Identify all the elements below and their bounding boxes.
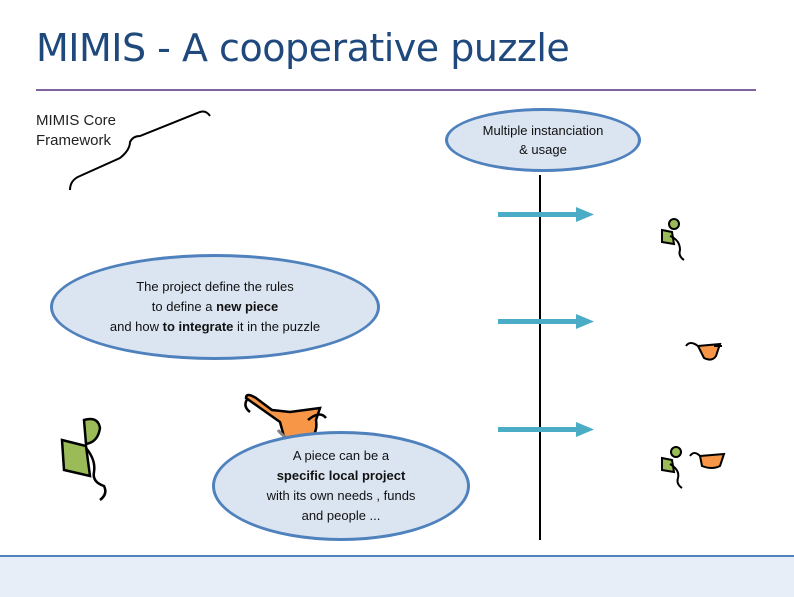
green-piece-large bbox=[60, 417, 107, 501]
piece-line-2: specific local project bbox=[267, 466, 416, 486]
project-rules-line-3: and how to integrate it in the puzzle bbox=[110, 317, 320, 337]
local-piece-ellipse: A piece can be a specific local project … bbox=[212, 431, 470, 541]
piece-line-3: with its own needs , funds bbox=[266, 488, 416, 503]
orange-piece-small-3 bbox=[689, 452, 726, 469]
core-framework-line-1: MIMIS Core bbox=[36, 112, 117, 129]
usage-arrow-3 bbox=[498, 422, 594, 437]
footer-bar bbox=[0, 555, 794, 597]
project-rules-line-1: The project define the rules bbox=[136, 279, 294, 294]
project-rules-line-2: to define a new piece bbox=[110, 297, 320, 317]
piece-line-4: and people ... bbox=[301, 508, 381, 523]
project-rules-line-3c: it in the puzzle bbox=[233, 319, 321, 334]
usage-arrow-1 bbox=[498, 207, 594, 222]
multiple-line-1: Multiple instanciation bbox=[482, 123, 604, 138]
green-piece-small-3 bbox=[661, 446, 683, 489]
usage-arrow-2 bbox=[498, 314, 594, 329]
multiple-instanciation-ellipse: Multiple instanciation & usage bbox=[445, 108, 641, 172]
piece-line-1: A piece can be a bbox=[292, 448, 390, 463]
project-rules-line-3a: and how bbox=[109, 319, 163, 334]
green-piece-small-1 bbox=[661, 218, 685, 261]
core-framework-line-2: Framework bbox=[36, 132, 112, 149]
slide-title: MIMIS - A cooperative puzzle bbox=[36, 26, 570, 70]
piece-line-2-bold: specific local project bbox=[276, 468, 406, 483]
project-rules-line-3b: to integrate bbox=[162, 319, 234, 334]
project-rules-ellipse: The project define the rules to define a… bbox=[50, 254, 380, 360]
core-framework-label: MIMIS Core Framework bbox=[36, 111, 116, 151]
project-rules-line-2a: to define a bbox=[151, 299, 217, 314]
core-framework-bracket bbox=[69, 110, 211, 191]
title-divider bbox=[36, 89, 756, 91]
project-rules-line-2b: new piece bbox=[216, 299, 279, 314]
orange-piece-small-2 bbox=[685, 342, 722, 361]
multiple-line-2: & usage bbox=[519, 142, 567, 157]
